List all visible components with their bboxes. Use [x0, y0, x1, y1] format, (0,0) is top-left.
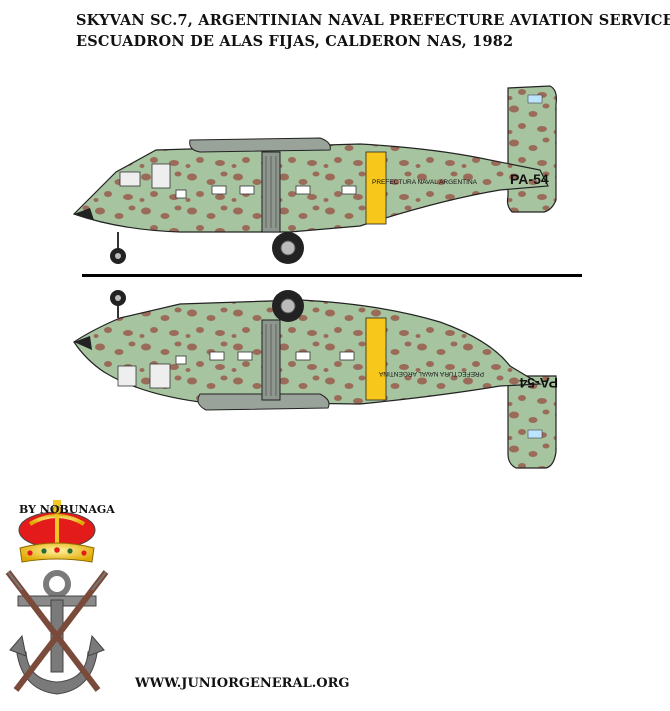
- yellow-band: [365, 151, 387, 225]
- page-title: SKYVAN SC.7, ARGENTINIAN NAVAL PREFECTUR…: [76, 10, 670, 52]
- nose-cone: [74, 208, 94, 220]
- yellow-band: [365, 317, 387, 401]
- aircraft-underside-view: PREFECTURA NAVAL ARGENTINA PA-54: [73, 290, 558, 469]
- registration: PA-54: [510, 171, 549, 187]
- cockpit-window: [151, 163, 171, 189]
- aircraft-side-view: PREFECTURA NAVAL ARGENTINA PA-54: [72, 85, 557, 264]
- cabin-window: [295, 185, 311, 195]
- crossed-rifles: [5, 570, 109, 692]
- cabin-window: [175, 355, 187, 365]
- cabin-window: [211, 185, 227, 195]
- website-link[interactable]: WWW.JUNIORGENERAL.ORG: [135, 676, 350, 691]
- engine-nacelle: [189, 137, 331, 153]
- cabin-window: [295, 351, 311, 361]
- registration: PA-54: [519, 375, 558, 391]
- tail-fin: [507, 375, 557, 469]
- fuselage: [72, 143, 549, 233]
- nose-cone: [74, 336, 92, 350]
- fuselage-text: PREFECTURA NAVAL ARGENTINA: [372, 179, 478, 186]
- cockpit-window: [117, 365, 137, 387]
- fuselage-text: PREFECTURA NAVAL ARGENTINA: [378, 370, 484, 377]
- title-line-2: ESCUADRON DE ALAS FIJAS, CALDERON NAS, 1…: [76, 33, 514, 50]
- engine-nacelle: [197, 393, 330, 411]
- cabin-window: [175, 189, 187, 199]
- anchor-ring: [43, 570, 71, 598]
- author-credit: BY NOBUNAGA: [19, 503, 115, 516]
- cabin-window: [237, 351, 253, 361]
- cabin-window: [239, 185, 255, 195]
- naval-prefecture-emblem: [5, 500, 109, 695]
- crown-icon: [18, 500, 96, 563]
- cabin-window: [341, 185, 357, 195]
- cabin-window: [339, 351, 355, 361]
- title-line-1: SKYVAN SC.7, ARGENTINIAN NAVAL PREFECTUR…: [76, 12, 670, 29]
- cockpit-window: [149, 363, 171, 389]
- tail-flag: [527, 94, 543, 104]
- cockpit-window: [119, 171, 141, 187]
- cabin-window: [209, 351, 225, 361]
- tail-fin: [506, 85, 557, 213]
- divider-line: [82, 274, 582, 277]
- tail-flag: [527, 429, 543, 439]
